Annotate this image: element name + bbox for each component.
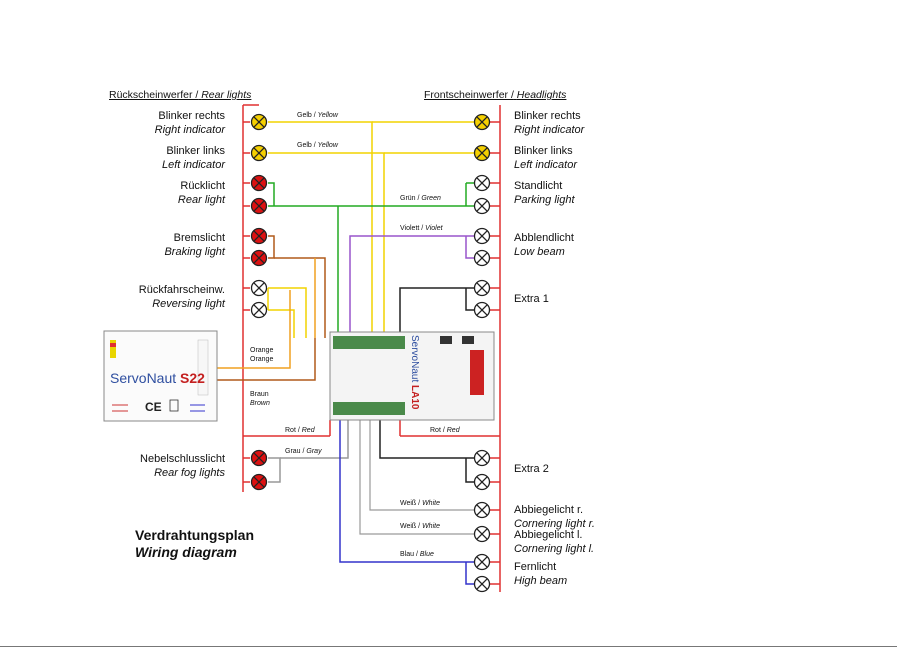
right-lamp-extra1-2-icon bbox=[473, 301, 491, 319]
left-lamp-fog-2-icon bbox=[250, 473, 268, 491]
left-label-reversing-light: Rückfahrscheinw.Reversing light bbox=[138, 284, 225, 310]
wire-label-white-2: Weiß / White bbox=[400, 523, 440, 530]
wire-label-violet: Violett / Violet bbox=[400, 225, 443, 232]
left-lamp-rear-light-1-icon bbox=[250, 174, 268, 192]
right-lamp-cornering-l-icon bbox=[473, 525, 491, 543]
la10-module bbox=[329, 331, 495, 421]
green-wires bbox=[268, 182, 474, 338]
left-lamp-brake-1-icon bbox=[250, 227, 268, 245]
red-power-bus bbox=[242, 104, 501, 592]
la10-brand-logo: ServoNaut LA10 bbox=[409, 335, 420, 410]
right-label-cornering-l: Abbiegelicht l.Cornering light l. bbox=[514, 529, 595, 555]
right-lamp-extra2-1-icon bbox=[473, 449, 491, 467]
right-lamp-parking-1-icon bbox=[473, 174, 491, 192]
left-lamp-left-indicator-icon bbox=[250, 144, 268, 162]
wire-label-yellow-2: Gelb / Yellow bbox=[297, 142, 338, 149]
brown-orange-wires bbox=[217, 235, 326, 381]
wire-label-yellow-1: Gelb / Yellow bbox=[297, 112, 338, 119]
white-wires bbox=[359, 420, 474, 535]
left-lamp-rear-light-2-icon bbox=[250, 197, 268, 215]
wire-label-red-2: Rot / Red bbox=[430, 427, 460, 434]
wire-label-red-1: Rot / Red bbox=[285, 427, 315, 434]
diagram-title: Verdrahtungsplan Wiring diagram bbox=[135, 527, 255, 560]
page-bottom-divider bbox=[0, 646, 897, 647]
lamps bbox=[250, 113, 491, 593]
black-wires bbox=[379, 287, 474, 483]
right-lamp-lowbeam-2-icon bbox=[473, 249, 491, 267]
left-lamp-right-indicator-icon bbox=[250, 113, 268, 131]
yellow-wires bbox=[267, 121, 474, 338]
left-lamp-brake-2-icon bbox=[250, 249, 268, 267]
s22-module: CE bbox=[103, 330, 218, 422]
blue-wire bbox=[339, 420, 474, 585]
violet-wire bbox=[349, 235, 474, 338]
right-lamp-highbeam-1-icon bbox=[473, 553, 491, 571]
headlights-header: Frontscheinwerfer / Headlights bbox=[424, 89, 567, 101]
wire-label-gray: Grau / Gray bbox=[285, 448, 322, 455]
right-label-cornering-r: Abbiegelicht r.Cornering light r. bbox=[514, 504, 595, 530]
right-lamp-extra1-1-icon bbox=[473, 279, 491, 297]
right-lamp-highbeam-2-icon bbox=[473, 575, 491, 593]
wire-label-green: Grün / Green bbox=[400, 195, 441, 202]
left-lamp-reverse-2-icon bbox=[250, 301, 268, 319]
rear-lights-header: Rückscheinwerfer / Rear lights bbox=[109, 89, 252, 101]
right-lamp-lowbeam-1-icon bbox=[473, 227, 491, 245]
right-label-extra2: Extra 2 bbox=[514, 463, 549, 475]
right-lamp-left-indicator-icon bbox=[473, 144, 491, 162]
right-label-extra1: Extra 1 bbox=[514, 293, 549, 305]
left-lamp-reverse-1-icon bbox=[250, 279, 268, 297]
left-lamp-fog-1-icon bbox=[250, 449, 268, 467]
wire-label-white-1: Weiß / White bbox=[400, 500, 440, 507]
wire-label-blue: Blau / Blue bbox=[400, 551, 434, 558]
gray-wire bbox=[268, 420, 349, 483]
svg-text:CE: CE bbox=[145, 400, 162, 414]
right-lamp-extra2-2-icon bbox=[473, 473, 491, 491]
right-lamp-cornering-r-icon bbox=[473, 501, 491, 519]
right-lamp-parking-2-icon bbox=[473, 197, 491, 215]
s22-brand-logo: ServoNaut S22 bbox=[110, 370, 205, 386]
right-lamp-right-indicator-icon bbox=[473, 113, 491, 131]
